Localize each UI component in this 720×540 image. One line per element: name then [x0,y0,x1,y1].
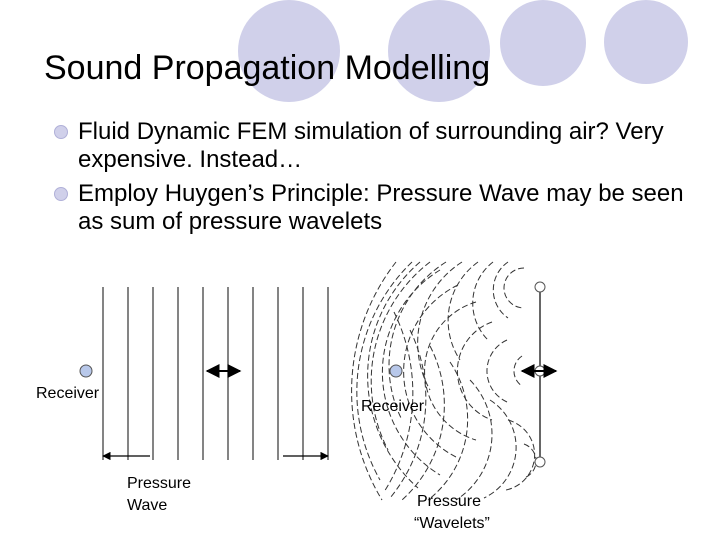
source-top-icon [534,281,546,293]
bullet-item: Fluid Dynamic FEM simulation of surround… [40,118,700,174]
wavelet-arcs [351,261,537,501]
bullet-list: Fluid Dynamic FEM simulation of surround… [40,118,700,242]
right-receiver-label: Receiver [361,398,425,415]
left-wave-label-line2: Wave [127,497,168,514]
decor-circle-3 [500,0,586,86]
right-wave-label-line2: “Wavelets” [414,515,490,532]
left-wave-label-line1: Pressure [127,475,192,492]
source-bottom-icon [534,456,546,468]
right-receiver-icon [389,364,403,378]
bullet-dot-icon [54,125,68,139]
left-receiver-icon [79,364,93,378]
bullet-text: Fluid Dynamic FEM simulation of surround… [78,118,664,173]
slide-title: Sound Propagation Modelling [44,49,491,87]
right-wave-label-line1: Pressure [417,493,482,510]
plane-wave-lines [102,287,329,460]
decor-circle-1 [238,0,340,102]
decor-circle-2 [388,0,490,102]
left-receiver-label: Receiver [36,385,100,402]
bullet-item: Employ Huygen’s Principle: Pressure Wave… [40,180,700,236]
bullet-text: Employ Huygen’s Principle: Pressure Wave… [78,180,684,235]
bullet-dot-icon [54,187,68,201]
decor-circle-4 [604,0,688,84]
